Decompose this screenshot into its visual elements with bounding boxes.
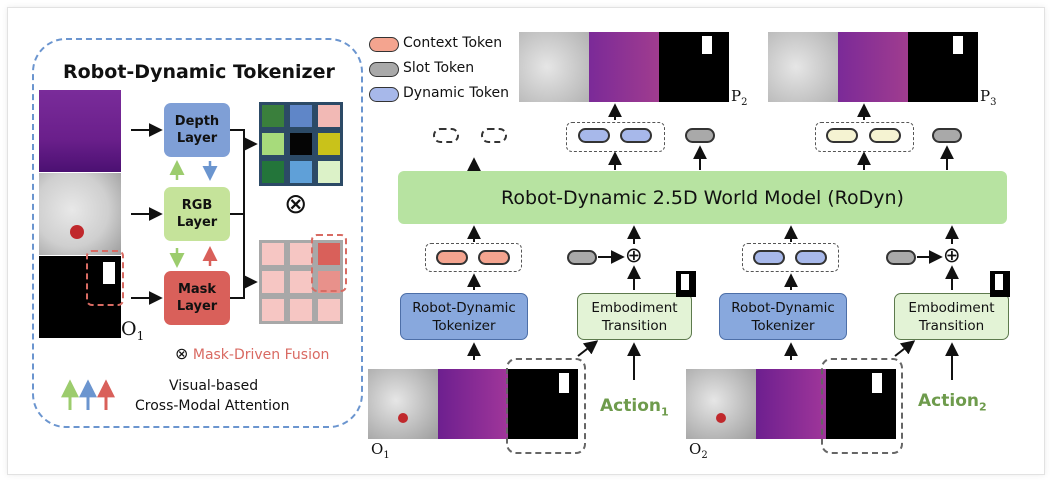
output-slot-token-2 (932, 128, 962, 143)
p2-frame (519, 32, 729, 102)
world-model-label: Robot-Dynamic 2.5D World Model (RoDyn) (501, 186, 904, 209)
add-icon-2: ⊕ (943, 243, 961, 267)
o1-mask-highlight (506, 358, 586, 454)
mask-layer-label: Mask Layer (176, 282, 218, 314)
action-1-label: Action1 (600, 396, 669, 419)
mask-grid-highlight (311, 234, 347, 292)
embodiment-box-1: Embodiment Transition (577, 293, 692, 340)
legend-dynamic-swatch (369, 87, 399, 102)
attention-line1: Visual-based (169, 378, 259, 394)
attention-line2: Cross-Modal Attention (135, 398, 290, 414)
world-model-bar: Robot-Dynamic 2.5D World Model (RoDyn) (398, 171, 1007, 224)
depth-image (39, 90, 121, 172)
output-slot-token-1 (685, 128, 715, 143)
embodiment-box-2: Embodiment Transition (894, 293, 1009, 340)
obs-label: O1 (121, 318, 145, 343)
depth-layer-box: Depth Layer (164, 103, 230, 157)
o1-frame (368, 369, 578, 439)
embodiment-box-1-label: Embodiment Transition (591, 299, 678, 334)
robot-mask-icon-2 (990, 271, 1010, 297)
input-context-token-a (436, 250, 468, 265)
legend-slot-swatch (369, 62, 399, 77)
o2-mask-highlight (821, 358, 903, 454)
input-context-token-b (478, 250, 510, 265)
legend-slot-label: Slot Token (403, 60, 475, 76)
rgb-layer-label: RGB Layer (176, 198, 218, 230)
input-slot-token-2 (886, 250, 916, 265)
fusion-caption-label: Mask-Driven Fusion (192, 347, 330, 363)
input-dynamic-group (742, 243, 839, 272)
fusion-caption: ⊗ Mask-Driven Fusion (175, 344, 329, 363)
mask-token-grid (259, 240, 343, 324)
mask-highlight (86, 250, 124, 306)
legend-context-label: Context Token (403, 35, 503, 51)
p3-frame (768, 32, 978, 102)
embodiment-box-2-label: Embodiment Transition (908, 299, 995, 334)
legend-context-swatch (369, 37, 399, 52)
rgb-red-object (70, 225, 84, 239)
output-dynamic-token-1a (578, 128, 610, 143)
empty-token-1 (433, 128, 459, 143)
p2-label: P2 (731, 87, 748, 108)
output-future-token-2b (869, 128, 901, 143)
tokenizer-box-2-label: Robot-Dynamic Tokenizer (731, 299, 835, 334)
tokenizer-box-1: Robot-Dynamic Tokenizer (400, 293, 528, 340)
rgb-image (39, 173, 121, 255)
output-dynamic-token-1b (620, 128, 652, 143)
p3-label: P3 (980, 87, 997, 108)
mask-layer-box: Mask Layer (164, 271, 230, 325)
fused-token-grid (259, 102, 343, 186)
action-2-label: Action2 (918, 391, 987, 414)
output-future-token-2a (826, 128, 858, 143)
arrow-depth-out (230, 129, 258, 151)
fusion-otimes-icon: ⊗ (284, 187, 308, 220)
add-icon-1: ⊕ (625, 243, 643, 267)
robot-mask-icon-1 (676, 271, 696, 297)
input-dynamic-token-a (753, 250, 785, 265)
tokenizer-title: Robot-Dynamic Tokenizer (63, 61, 335, 83)
fusion-caption-icon: ⊗ (175, 344, 189, 363)
tokenizer-box-1-label: Robot-Dynamic Tokenizer (412, 299, 516, 334)
arrow-mask-out (230, 275, 258, 299)
depth-layer-label: Depth Layer (174, 114, 220, 146)
legend-dynamic-label: Dynamic Token (403, 85, 510, 101)
input-dynamic-token-b (795, 250, 827, 265)
o2-frame (686, 369, 896, 439)
o2-label: O2 (689, 440, 708, 461)
input-context-group (425, 243, 522, 272)
tokenizer-panel (32, 38, 363, 428)
rgb-layer-box: RGB Layer (164, 187, 230, 241)
o1-label: O1 (371, 440, 390, 461)
empty-token-2 (481, 128, 507, 143)
input-slot-token-1 (567, 250, 597, 265)
mask-robot-shape (103, 262, 115, 284)
tokenizer-box-2: Robot-Dynamic Tokenizer (719, 293, 847, 340)
